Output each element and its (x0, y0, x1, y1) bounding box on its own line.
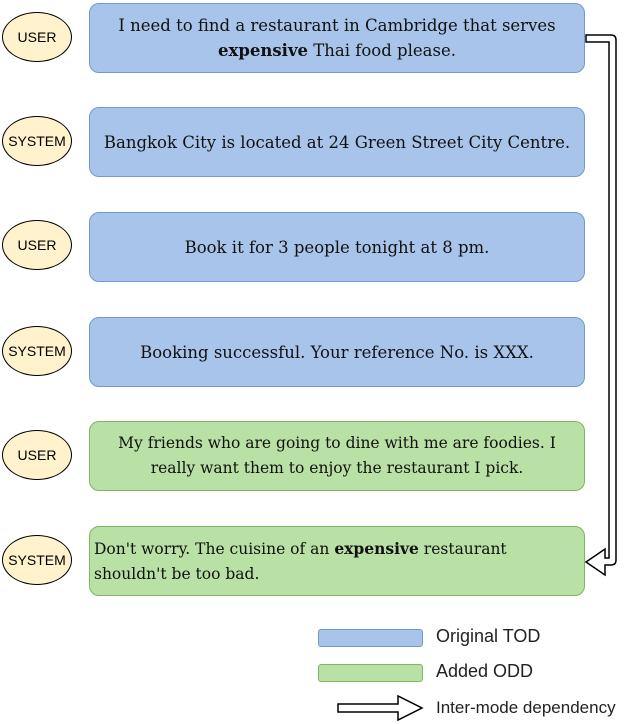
turn-system-booking-confirm: Booking successful. Your reference No. i… (89, 317, 585, 387)
speaker-user-1: USER (2, 12, 72, 62)
turn-user-chitchat: My friends who are going to dine with me… (89, 421, 585, 491)
legend-label-odd: Added ODD (436, 661, 534, 681)
turn-text: Don't worry. The cuisine of an expensive… (94, 538, 507, 583)
highlight-expensive: expensive (334, 538, 419, 558)
speaker-user-2: USER (2, 220, 72, 270)
speaker-user-3: USER (2, 430, 72, 480)
legend-swatch-odd (318, 664, 423, 682)
turn-system-location: Bangkok City is located at 24 Green Stre… (89, 107, 585, 177)
speaker-system-3: SYSTEM (2, 535, 72, 585)
turn-text: I need to find a restaurant in Cambridge… (118, 16, 556, 60)
turn-text: Booking successful. Your reference No. i… (140, 342, 534, 362)
turn-user-request: I need to find a restaurant in Cambridge… (89, 3, 585, 73)
legend-swatch-tod (318, 629, 423, 647)
legend-arrow-icon (337, 694, 424, 722)
turn-user-booking: Book it for 3 people tonight at 8 pm. (89, 212, 585, 282)
turn-text: Book it for 3 people tonight at 8 pm. (184, 237, 490, 257)
turn-text: Bangkok City is located at 24 Green Stre… (103, 132, 571, 152)
speaker-system-1: SYSTEM (2, 116, 72, 166)
highlight-expensive: expensive (218, 41, 309, 60)
turn-system-chitchat: Don't worry. The cuisine of an expensive… (89, 526, 585, 596)
speaker-system-2: SYSTEM (2, 326, 72, 376)
legend-label-dependency: Inter-mode dependency (436, 698, 616, 717)
legend-label-tod: Original TOD (436, 626, 541, 646)
turn-text: My friends who are going to dine with me… (118, 434, 556, 477)
